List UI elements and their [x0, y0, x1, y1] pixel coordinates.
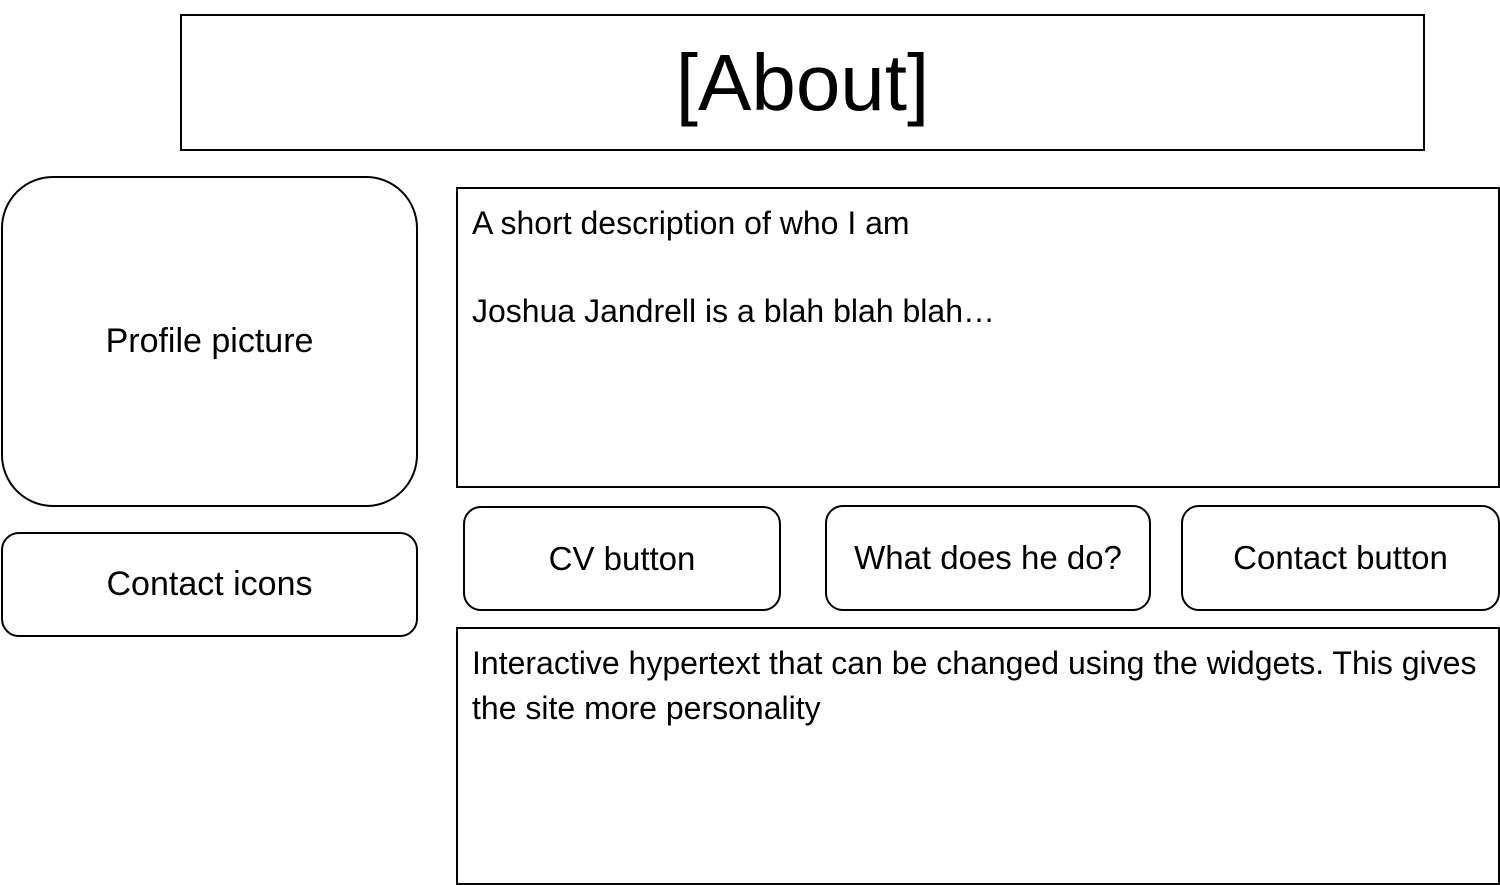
description-body: Joshua Jandrell is a blah blah blah…	[472, 293, 995, 329]
cv-button[interactable]: CV button	[463, 506, 781, 611]
cv-button-label: CV button	[548, 539, 696, 577]
interactive-hypertext-panel: Interactive hypertext that can be change…	[456, 627, 1500, 885]
profile-picture-label: Profile picture	[105, 322, 314, 360]
page-title-box: [About]	[180, 14, 1425, 151]
profile-picture: Profile picture	[1, 176, 418, 507]
contact-icons[interactable]: Contact icons	[1, 532, 418, 637]
contact-button-label: Contact button	[1233, 539, 1448, 576]
what-does-he-do-button-label: What does he do?	[854, 539, 1122, 576]
what-does-he-do-button[interactable]: What does he do?	[825, 505, 1151, 611]
contact-button[interactable]: Contact button	[1181, 505, 1500, 611]
description-panel: A short description of who I am Joshua J…	[456, 187, 1500, 488]
description-spacer	[472, 245, 1484, 289]
page-title: [About]	[675, 37, 930, 127]
contact-icons-label: Contact icons	[106, 565, 313, 603]
interactive-hypertext: Interactive hypertext that can be change…	[472, 645, 1477, 726]
description-heading: A short description of who I am	[472, 205, 910, 241]
